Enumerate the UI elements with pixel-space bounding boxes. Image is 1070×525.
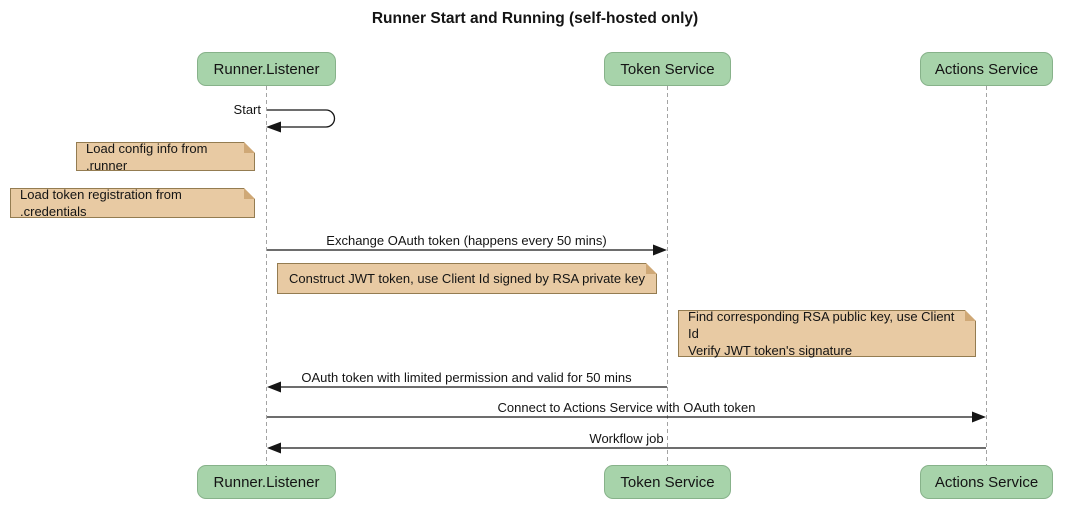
message-label-workflow-job: Workflow job (589, 431, 664, 446)
participant-actions-service-top: Actions Service (920, 52, 1053, 86)
message-arrowhead (266, 121, 281, 133)
message-arrow-exchange-oauth (267, 244, 667, 256)
note-verify-jwt: Find corresponding RSA public key, use C… (678, 309, 976, 358)
message-label-exchange-oauth: Exchange OAuth token (happens every 50 m… (326, 233, 607, 248)
message-arrow-workflow-job (267, 442, 986, 454)
message-arrowhead (267, 381, 281, 393)
message-label-start: Start (233, 102, 261, 117)
message-label-oauth-return: OAuth token with limited permission and … (301, 370, 632, 385)
message-arrow-oauth-return (267, 381, 667, 393)
message-arrowhead (267, 442, 281, 454)
note-construct-jwt: Construct JWT token, use Client Id signe… (277, 263, 657, 294)
self-loop-line (267, 109, 336, 128)
diagram-title: Runner Start and Running (self-hosted on… (371, 10, 699, 27)
participant-runner-listener-bottom: Runner.Listener (197, 465, 336, 499)
participant-runner-listener-top: Runner.Listener (197, 52, 336, 86)
message-arrow-start-self (266, 109, 336, 133)
participant-token-service-top: Token Service (604, 52, 731, 86)
message-arrowhead (972, 411, 986, 423)
message-label-connect-actions: Connect to Actions Service with OAuth to… (497, 400, 756, 415)
participant-actions-service-bottom: Actions Service (920, 465, 1053, 499)
note-load-token-registration: Load token registration from .credential… (10, 187, 255, 219)
message-arrow-connect-actions (267, 411, 986, 423)
participant-token-service-bottom: Token Service (604, 465, 731, 499)
message-arrowhead (653, 244, 667, 256)
note-load-config: Load config info from .runner (76, 141, 255, 173)
